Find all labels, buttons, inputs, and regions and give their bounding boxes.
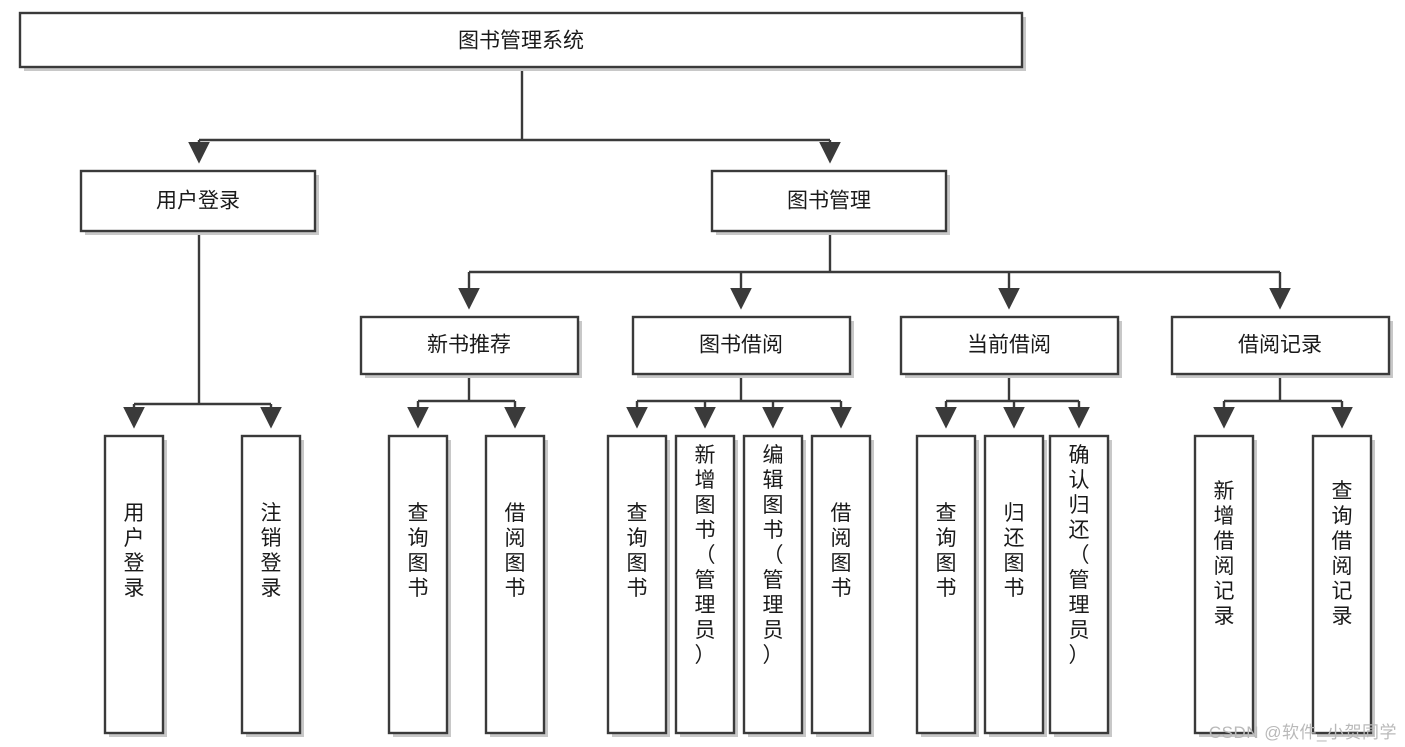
node-leaf-logout-login[interactable]: 注销登录 xyxy=(240,434,304,737)
node-leaf-borrow-book-2-label: 借阅图书 xyxy=(831,502,852,600)
node-leaf-add-record[interactable]: 新增借阅记录 xyxy=(1193,434,1257,737)
node-user-login-label: 用户登录 xyxy=(156,190,240,213)
node-book-borrow[interactable]: 图书借阅 xyxy=(631,315,854,378)
node-book-borrow-label: 图书借阅 xyxy=(699,334,783,357)
node-leaf-add-book[interactable]: 新增图书（管理员） xyxy=(674,434,738,737)
node-leaf-query-book-1[interactable]: 查询图书 xyxy=(387,434,451,737)
node-user-login[interactable]: 用户登录 xyxy=(79,169,319,235)
node-leaf-add-book-label: 新增图书（管理员） xyxy=(695,444,716,667)
node-leaf-query-book-3[interactable]: 查询图书 xyxy=(915,434,979,737)
node-leaf-query-book-2[interactable]: 查询图书 xyxy=(606,434,670,737)
node-leaf-query-book-1-label: 查询图书 xyxy=(408,502,429,600)
node-leaf-add-record-label: 新增借阅记录 xyxy=(1214,480,1235,628)
node-leaf-query-book-2-label: 查询图书 xyxy=(627,502,648,600)
node-leaf-logout-login-label: 注销登录 xyxy=(261,502,282,600)
node-leaf-query-record[interactable]: 查询借阅记录 xyxy=(1311,434,1375,737)
node-leaf-query-book-3-label: 查询图书 xyxy=(936,502,957,600)
connector-group xyxy=(123,67,1353,429)
node-root[interactable]: 图书管理系统 xyxy=(18,11,1026,71)
csdn-watermark: CSDN @软件_小贺同学 xyxy=(1208,723,1397,742)
node-leaf-query-record-label: 查询借阅记录 xyxy=(1332,480,1353,628)
node-root-label: 图书管理系统 xyxy=(458,30,584,53)
node-borrow-record-label: 借阅记录 xyxy=(1238,334,1322,357)
node-leaf-confirm-return[interactable]: 确认归还（管理员） xyxy=(1048,434,1112,737)
node-leaf-edit-book-label: 编辑图书（管理员） xyxy=(763,444,784,667)
node-leaf-return-book[interactable]: 归还图书 xyxy=(983,434,1047,737)
node-leaf-borrow-book-2[interactable]: 借阅图书 xyxy=(810,434,874,737)
node-current-borrow[interactable]: 当前借阅 xyxy=(899,315,1122,378)
node-leaf-user-login[interactable]: 用户登录 xyxy=(103,434,167,737)
node-current-borrow-label: 当前借阅 xyxy=(967,334,1051,357)
node-leaf-return-book-label: 归还图书 xyxy=(1004,502,1025,600)
node-new-book-recommend[interactable]: 新书推荐 xyxy=(359,315,582,378)
node-book-manage-label: 图书管理 xyxy=(787,190,871,213)
node-borrow-record[interactable]: 借阅记录 xyxy=(1170,315,1393,378)
node-leaf-confirm-return-label: 确认归还（管理员） xyxy=(1069,444,1090,667)
node-leaf-borrow-book-1[interactable]: 借阅图书 xyxy=(484,434,548,737)
node-new-book-recommend-label: 新书推荐 xyxy=(427,334,511,357)
node-book-manage[interactable]: 图书管理 xyxy=(710,169,950,235)
node-leaf-borrow-book-1-label: 借阅图书 xyxy=(505,502,526,600)
node-leaf-user-login-label: 用户登录 xyxy=(124,502,145,600)
node-leaf-edit-book[interactable]: 编辑图书（管理员） xyxy=(742,434,806,737)
